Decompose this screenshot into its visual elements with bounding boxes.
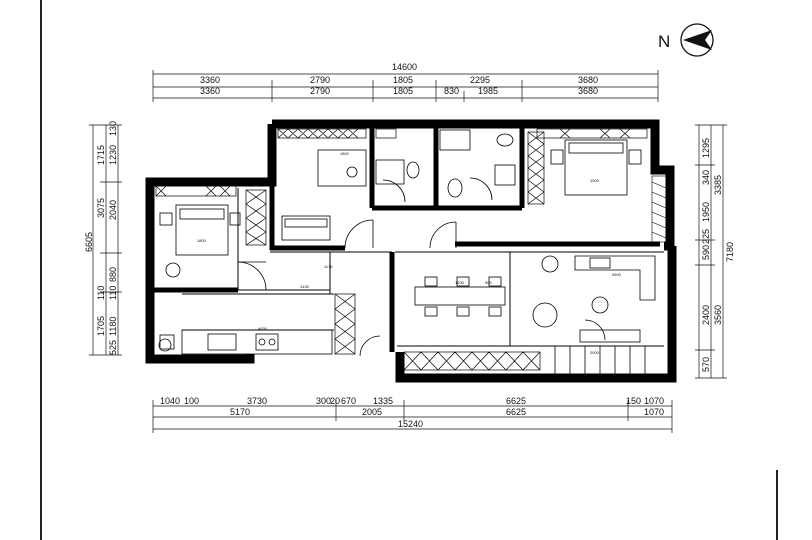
left-dim-9: 1705 — [96, 316, 106, 336]
beds — [159, 139, 642, 256]
right-dimension-text: 1295 340 3385 1950 590 225 7180 2400 356… — [701, 138, 735, 372]
north-label: N — [658, 32, 670, 51]
right-dim-2: 340 — [701, 170, 711, 185]
living-room-furniture — [532, 255, 656, 376]
exterior-walls — [145, 119, 677, 383]
mark-10: 2000 — [590, 350, 600, 355]
left-dimension-lines — [89, 124, 122, 356]
left-dim-10: 1180 — [108, 317, 118, 336]
top-dim-10: 1985 — [478, 86, 498, 96]
bottom-dim-3: 3730 — [247, 396, 267, 406]
bottom-dim-14: 1070 — [644, 407, 664, 417]
top-dim-6: 3360 — [200, 86, 220, 96]
left-dim-11: 525 — [108, 340, 118, 355]
left-dim-1: 1715 — [96, 145, 106, 165]
cabinets — [155, 128, 648, 371]
interior-walls — [152, 126, 660, 352]
mark-7: 1200 — [455, 280, 465, 285]
north-arrow-icon — [680, 23, 714, 57]
top-dim-7: 2790 — [310, 86, 330, 96]
bottom-dimension-lines — [152, 400, 673, 433]
page-border-left — [40, 0, 42, 540]
left-total-dim: 6605 — [84, 232, 94, 252]
mark-9: 2600 — [612, 272, 622, 277]
left-dim-8: 110 — [96, 286, 106, 300]
north-arrow-pointer — [683, 30, 712, 50]
bottom-dim-2: 100 — [184, 396, 199, 406]
bottom-dim-9: 150 — [626, 396, 641, 406]
left-dim-2: 1230 — [108, 145, 118, 165]
top-dim-3: 1805 — [393, 75, 413, 85]
right-dim-6: 225 — [701, 229, 711, 244]
doors — [237, 177, 606, 357]
bottom-dim-6: 670 — [341, 396, 356, 406]
right-dimension-lines — [695, 124, 727, 379]
mark-2: 1500 — [590, 178, 600, 183]
mark-5: 1170 — [324, 264, 333, 269]
study-furniture — [281, 149, 367, 241]
kitchen-counter — [159, 329, 333, 355]
bedroom-left-bed — [175, 204, 229, 256]
bottom-total-dim: 15240 — [398, 419, 423, 429]
bottom-dim-7: 1335 — [373, 396, 393, 406]
left-dim-7: 110 — [108, 286, 118, 300]
right-total-dim: 7180 — [725, 242, 735, 262]
mark-6: 1800 — [340, 151, 350, 156]
top-dim-1: 3360 — [200, 75, 220, 85]
top-dim-4: 2295 — [470, 75, 490, 85]
top-dim-8: 1805 — [393, 86, 413, 96]
right-dim-5: 590 — [701, 245, 711, 260]
bottom-dim-5: 20 — [330, 396, 340, 406]
left-dim-6: 880 — [108, 267, 118, 282]
top-total-dim: 14600 — [392, 62, 417, 72]
bottom-dim-12: 2005 — [362, 407, 382, 417]
right-dim-3: 3385 — [713, 175, 723, 195]
left-dim-3: 130 — [108, 121, 118, 136]
bottom-dim-1: 1040 — [160, 396, 180, 406]
room-marks: 1800 1500 1430 4650 1170 1800 1200 900 2… — [197, 151, 622, 355]
left-dimension-text: 1715 1230 130 2040 3075 880 110 110 6605… — [84, 121, 118, 355]
bathroom-fixtures — [158, 129, 516, 352]
mark-8: 900 — [485, 280, 492, 285]
bottom-dim-4: 300 — [316, 396, 331, 406]
dining-table — [414, 276, 506, 317]
top-dim-9: 830 — [444, 86, 459, 96]
bottom-dimension-text: 1040 100 3730 300 20 670 1335 6625 150 1… — [160, 396, 664, 429]
right-dim-7: 2400 — [701, 305, 711, 325]
top-dim-11: 3680 — [578, 86, 598, 96]
mark-3: 1430 — [300, 284, 310, 289]
bottom-dim-11: 5170 — [230, 407, 250, 417]
north-indicator: N — [658, 23, 714, 57]
bottom-dim-10: 1070 — [644, 396, 664, 406]
page-border-right — [776, 470, 778, 540]
right-dim-4: 1950 — [701, 202, 711, 222]
bottom-dim-13: 6625 — [506, 407, 526, 417]
right-dim-1: 1295 — [701, 138, 711, 158]
top-dim-2: 2790 — [310, 75, 330, 85]
top-dimension-text: 14600 3360 2790 1805 2295 3680 3360 2790… — [200, 62, 598, 96]
mark-4: 4650 — [258, 326, 268, 331]
top-dim-5: 3680 — [578, 75, 598, 85]
left-dim-4: 2040 — [108, 200, 118, 220]
balcony — [651, 175, 667, 243]
left-dim-5: 3075 — [96, 198, 106, 218]
mark-1: 1800 — [197, 238, 207, 243]
right-dim-9: 570 — [701, 357, 711, 372]
top-dimension-lines — [152, 70, 659, 102]
bedroom-right-bed — [564, 139, 628, 196]
bottom-dim-8: 6625 — [506, 396, 526, 406]
right-dim-8: 3560 — [713, 305, 723, 325]
